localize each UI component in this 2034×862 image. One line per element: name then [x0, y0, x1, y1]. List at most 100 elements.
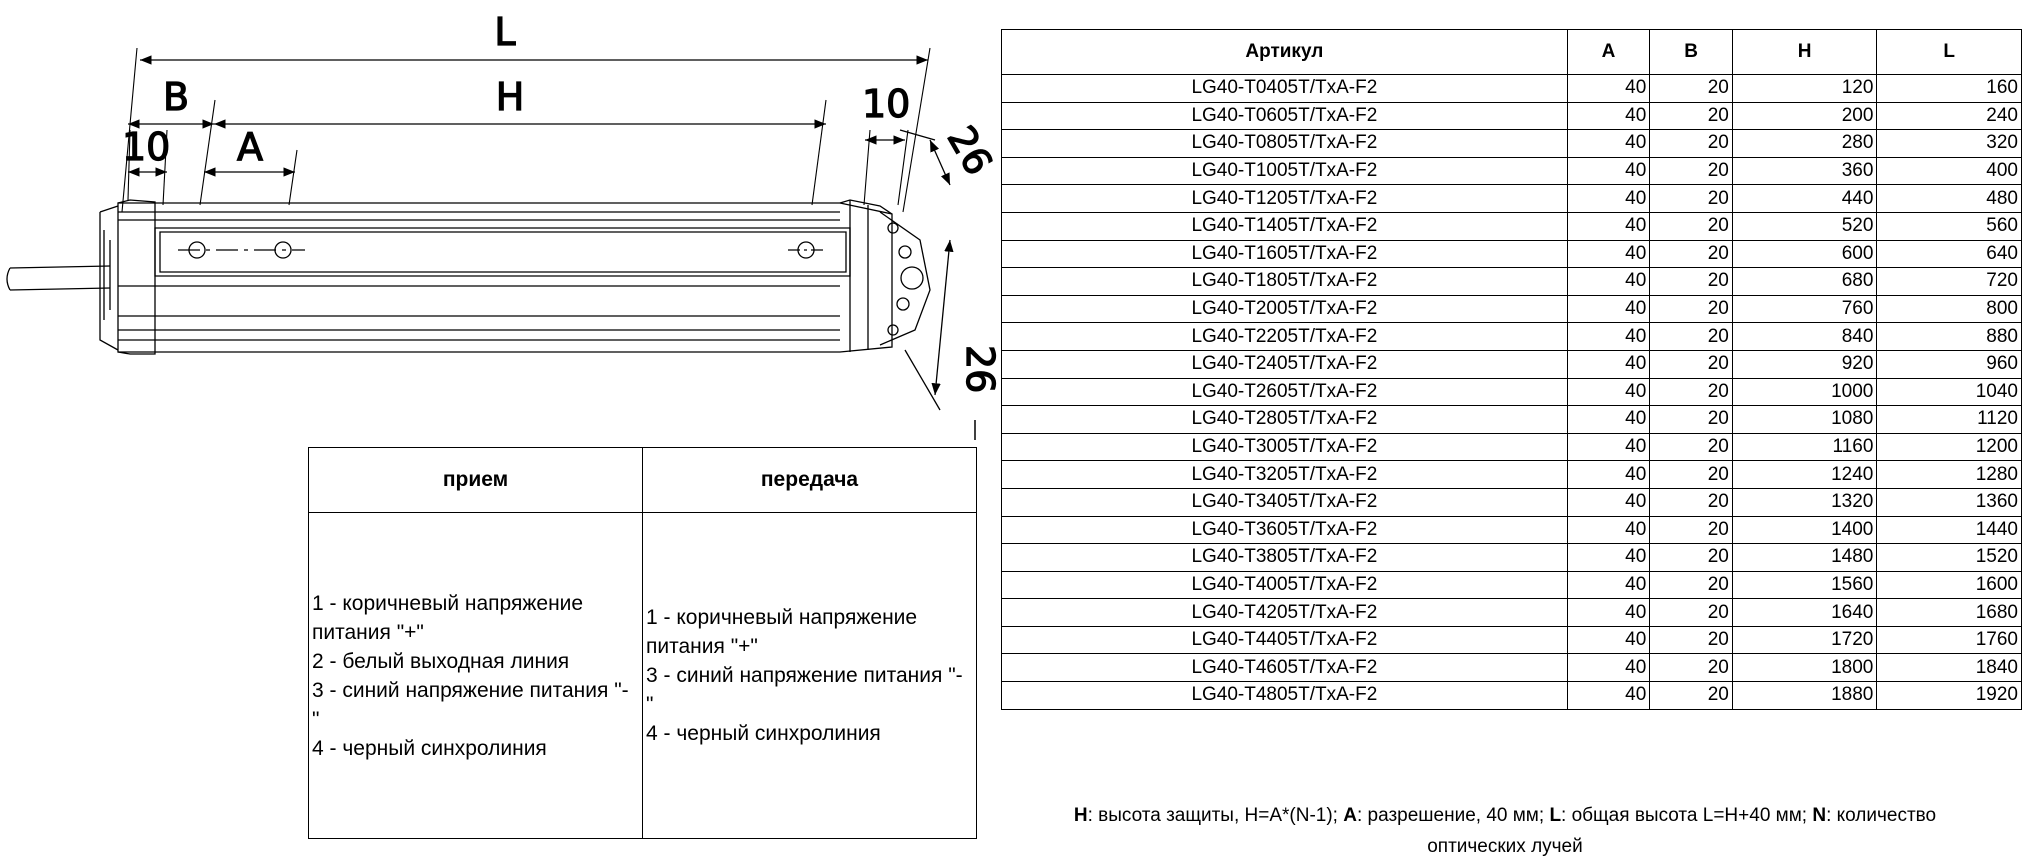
value-cell: 40	[1566, 101, 1651, 131]
footnote-text: : количество	[1826, 805, 1937, 826]
cable-line	[9, 265, 111, 291]
value-cell: 20	[1649, 460, 1733, 489]
value-cell: 1800	[1731, 653, 1878, 683]
value-cell: 40	[1566, 598, 1651, 627]
article-cell: LG40-T0405T/TxA-F2	[1001, 74, 1568, 103]
article-cell: LG40-T0605T/TxA-F2	[1001, 101, 1568, 131]
value-cell: 680	[1731, 267, 1878, 296]
value-cell: 40	[1566, 267, 1651, 296]
value-cell: 520	[1731, 211, 1878, 241]
value-cell: 1240	[1731, 460, 1878, 489]
value-cell: 20	[1649, 101, 1733, 131]
article-cell: LG40-T2405T/TxA-F2	[1001, 349, 1568, 379]
dimension-drawing: L B H A 10 10 26 26 1 2 3 4	[6, 9, 1000, 440]
value-cell: 20	[1649, 570, 1733, 600]
value-cell: 800	[1876, 294, 2022, 324]
value-cell: 1560	[1731, 570, 1878, 600]
value-cell: 20	[1649, 267, 1733, 296]
value-cell: 320	[1876, 129, 2022, 158]
value-cell: 40	[1566, 184, 1651, 213]
value-cell: 1440	[1876, 515, 2022, 545]
dim-gap-left: 10	[122, 125, 170, 169]
value-cell: 1080	[1731, 405, 1878, 434]
table-header-0: Артикул	[1001, 29, 1568, 75]
wiring-transmitter-line: "	[646, 693, 654, 716]
article-cell: LG40-T0805T/TxA-F2	[1001, 129, 1568, 158]
value-cell: 20	[1649, 432, 1733, 462]
article-cell: LG40-T3205T/TxA-F2	[1001, 460, 1568, 489]
footnote-key: A	[1343, 805, 1357, 826]
value-cell: 1200	[1876, 432, 2022, 462]
value-cell: 20	[1649, 211, 1733, 241]
wiring-receiver-cell: 1 - коричневый напряжение питания "+" 2 …	[308, 512, 643, 839]
value-cell: 640	[1876, 239, 2022, 269]
value-cell: 1360	[1876, 487, 2022, 517]
value-cell: 40	[1566, 570, 1651, 600]
value-cell: 20	[1649, 487, 1733, 517]
article-cell: LG40-T4005T/TxA-F2	[1001, 570, 1568, 600]
dim-H: H	[496, 75, 525, 119]
value-cell: 40	[1566, 543, 1651, 572]
wiring-transmitter-line: 4 - черный синхролиния	[646, 722, 881, 745]
article-cell: LG40-T3005T/TxA-F2	[1001, 432, 1568, 462]
value-cell: 920	[1731, 349, 1878, 379]
article-cell: LG40-T4405T/TxA-F2	[1001, 625, 1568, 655]
value-cell: 20	[1649, 515, 1733, 545]
value-cell: 20	[1649, 239, 1733, 269]
value-cell: 20	[1649, 129, 1733, 158]
value-cell: 1000	[1731, 377, 1878, 407]
value-cell: 840	[1731, 322, 1878, 351]
wiring-receiver-line: питания "+"	[312, 620, 424, 644]
value-cell: 40	[1566, 681, 1651, 710]
value-cell: 20	[1649, 543, 1733, 572]
footnote-text: : разрешение, 40 мм;	[1356, 805, 1550, 826]
footnote-text: : высота защиты, H=A*(N-1);	[1087, 805, 1344, 826]
value-cell: 20	[1649, 653, 1733, 683]
value-cell: 40	[1566, 129, 1651, 158]
dim-A: A	[237, 125, 263, 169]
table-header-3: H	[1731, 29, 1878, 75]
value-cell: 760	[1731, 294, 1878, 324]
wiring-receiver-line: "	[312, 707, 320, 731]
value-cell: 600	[1731, 239, 1878, 269]
dim-B: B	[163, 75, 189, 119]
value-cell: 40	[1566, 515, 1651, 545]
footnote-text: : общая высота L=H+40 мм;	[1561, 805, 1813, 826]
dim-gap-right: 10	[862, 82, 910, 126]
value-cell: 20	[1649, 184, 1733, 213]
article-cell: LG40-T3405T/TxA-F2	[1001, 487, 1568, 517]
footnote-key: H	[1073, 805, 1088, 826]
article-cell: LG40-T2205T/TxA-F2	[1001, 322, 1568, 351]
value-cell: 1760	[1876, 625, 2022, 655]
value-cell: 560	[1876, 211, 2022, 241]
value-cell: 440	[1731, 184, 1878, 213]
value-cell: 1400	[1731, 515, 1878, 545]
value-cell: 360	[1731, 156, 1878, 186]
article-cell: LG40-T3605T/TxA-F2	[1001, 515, 1568, 545]
value-cell: 160	[1876, 74, 2022, 103]
dim-depth-top: 26	[939, 119, 1000, 183]
value-cell: 1280	[1876, 460, 2022, 489]
value-cell: 40	[1566, 432, 1651, 462]
value-cell: 40	[1566, 156, 1651, 186]
wiring-transmitter-cell: 1 - коричневый напряжение питания "+" 3 …	[642, 512, 977, 839]
article-cell: LG40-T1605T/TxA-F2	[1001, 239, 1568, 269]
value-cell: 20	[1649, 156, 1733, 186]
wiring-header-receiver: прием	[308, 447, 643, 513]
value-cell: 20	[1649, 681, 1733, 710]
value-cell: 40	[1566, 487, 1651, 517]
value-cell: 20	[1649, 625, 1733, 655]
article-cell: LG40-T2005T/TxA-F2	[1001, 294, 1568, 324]
value-cell: 1520	[1876, 543, 2022, 572]
